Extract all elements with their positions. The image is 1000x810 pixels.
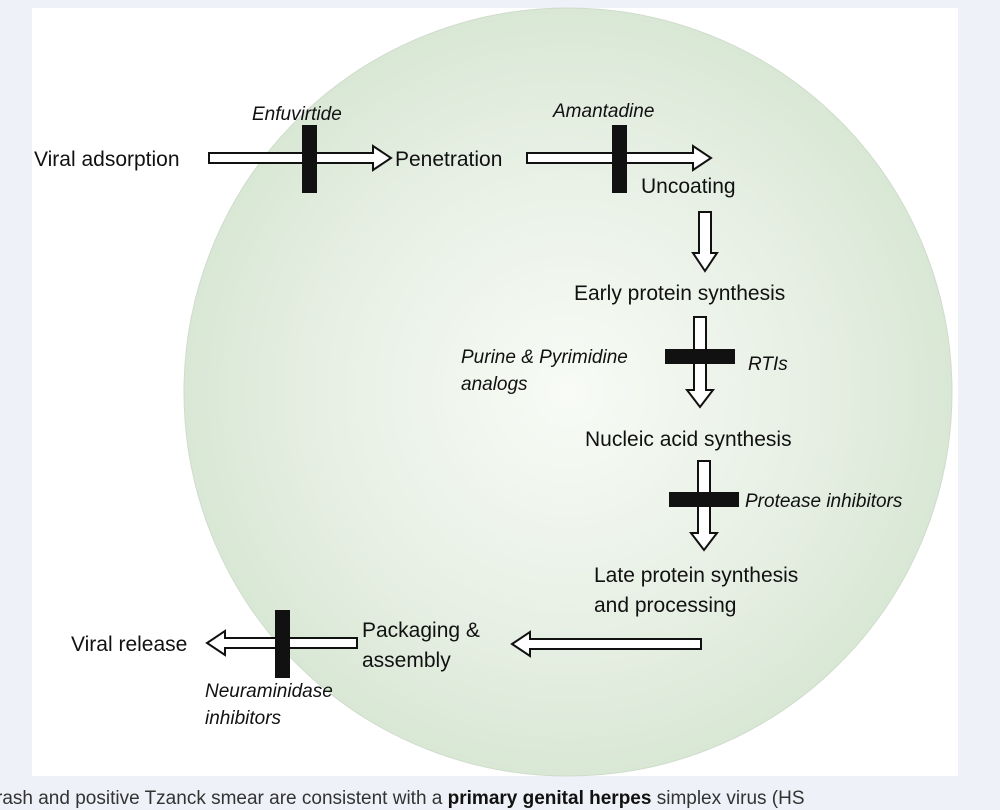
inhibitor-protease: Protease inhibitors xyxy=(745,491,903,512)
step-penetration: Penetration xyxy=(395,148,502,171)
step-late-protein-line2: and processing xyxy=(594,594,736,617)
caption-text: rash and positive Tzanck smear are consi… xyxy=(0,788,1000,810)
inhibitor-amantadine: Amantadine xyxy=(552,101,654,122)
nucleic-acid-synthesis-block-bar xyxy=(665,349,735,364)
arrow-late-protein-to-packaging xyxy=(510,630,702,658)
enfuvirtide-block-bar xyxy=(302,125,317,193)
caption-text-after: simplex virus (HS xyxy=(651,788,805,809)
step-early-protein-synthesis: Early protein synthesis xyxy=(574,282,785,305)
caption-bold-term: primary genital herpes xyxy=(447,788,652,809)
host-cell xyxy=(183,7,953,777)
protease-block-bar xyxy=(669,492,739,507)
step-nucleic-acid-synthesis: Nucleic acid synthesis xyxy=(585,428,792,451)
step-viral-release: Viral release xyxy=(71,633,187,656)
neuraminidase-block-bar xyxy=(275,610,290,678)
step-packaging-line1: Packaging & xyxy=(362,619,480,642)
inhibitor-neuraminidase-line2: inhibitors xyxy=(205,708,282,729)
step-late-protein-line1: Late protein synthesis xyxy=(594,564,798,587)
arrow-adsorption-to-penetration xyxy=(208,144,393,172)
arrow-uncoating-to-early-protein xyxy=(691,211,719,273)
caption-text-before: rash and positive Tzanck smear are consi… xyxy=(0,788,448,809)
inhibitor-purine-line2: analogs xyxy=(461,374,528,395)
inhibitor-enfuvirtide: Enfuvirtide xyxy=(252,104,342,125)
inhibitor-purine-line1: Purine & Pyrimidine xyxy=(461,347,628,368)
step-packaging-line2: assembly xyxy=(362,649,451,672)
step-uncoating: Uncoating xyxy=(641,175,736,198)
inhibitor-neuraminidase-line1: Neuraminidase xyxy=(205,681,333,702)
step-viral-adsorption: Viral adsorption xyxy=(34,148,180,171)
inhibitor-rtis: RTIs xyxy=(748,354,788,375)
amantadine-block-bar xyxy=(612,125,627,193)
